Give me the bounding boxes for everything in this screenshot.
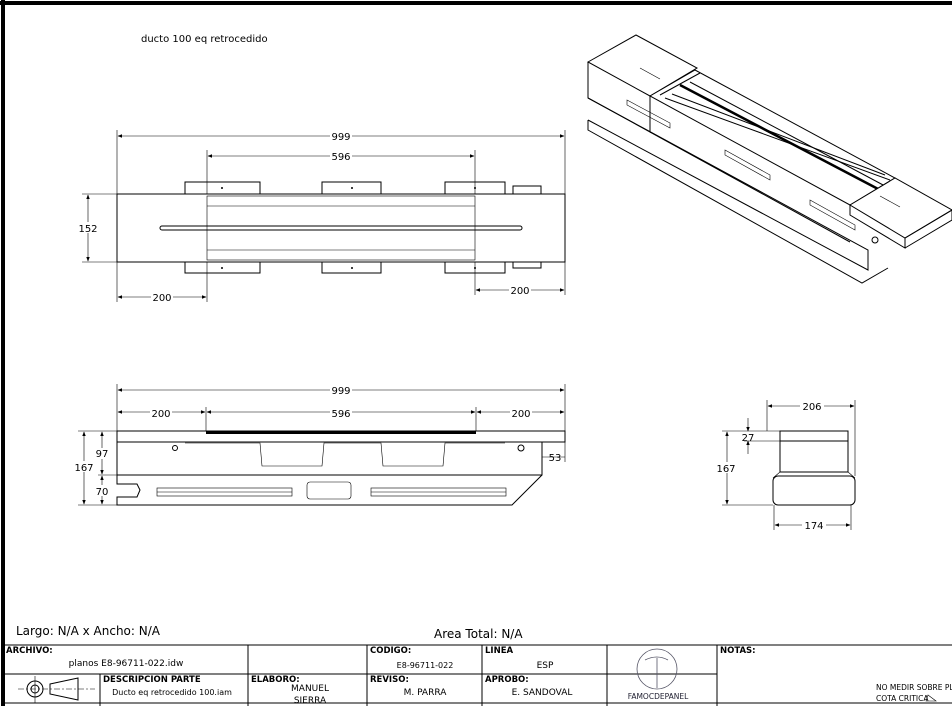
front-view — [116, 430, 566, 506]
codigo-label: CODIGO: — [370, 646, 411, 656]
company-logo: FAMOCDEPANEL — [628, 648, 689, 701]
area-summary: Area Total: N/A — [434, 627, 523, 641]
note-cota-critica: COTA CRITICA — [876, 694, 929, 703]
dim-top-right: 200 — [510, 286, 529, 297]
dim-top-left: 200 — [152, 293, 171, 304]
drawing-title: ducto 100 eq retrocedido — [141, 34, 268, 45]
aprobo-label: APROBO: — [485, 675, 529, 685]
linea-label: LINEA — [485, 646, 513, 656]
front-view-dimensions: 999 200 596 200 167 97 70 53 — [74, 384, 566, 506]
dim-side-bottom-width: 174 — [804, 521, 823, 532]
elaboro-value-2: SIERRA — [294, 696, 327, 706]
side-view-dimensions: 206 174 167 27 — [716, 400, 856, 532]
dim-front-step: 53 — [549, 453, 562, 464]
dim-side-lid: 27 — [742, 433, 755, 444]
elaboro-label: ELABORO: — [251, 675, 300, 685]
dim-front-upper: 97 — [96, 449, 109, 460]
dim-front-middle: 596 — [331, 409, 350, 420]
logo-text: FAMOCDEPANEL — [628, 692, 689, 701]
dim-front-overall: 999 — [331, 386, 350, 397]
linea-value: ESP — [537, 661, 554, 671]
top-view — [116, 181, 566, 274]
descripcion-label: DESCRIPCION PARTE — [103, 675, 201, 685]
archivo-label: ARCHIVO: — [6, 646, 53, 656]
top-view-dimensions: 999 596 152 200 200 — [78, 130, 566, 304]
dim-top-overall: 999 — [331, 132, 350, 143]
elaboro-value-1: MANUEL — [291, 684, 329, 694]
codigo-value: E8-96711-022 — [397, 661, 454, 670]
dim-top-height: 152 — [78, 224, 97, 235]
dim-front-height: 167 — [74, 463, 93, 474]
reviso-value: M. PARRA — [404, 688, 448, 698]
notas-label: NOTAS: — [720, 646, 756, 656]
reviso-label: REVISO: — [370, 675, 409, 685]
dim-side-height: 167 — [716, 464, 735, 475]
critical-dimension-icon — [925, 694, 937, 702]
dimensions-summary: Largo: N/A x Ancho: N/A — [16, 624, 161, 638]
dim-side-top-width: 206 — [802, 402, 821, 413]
dim-front-lower: 70 — [96, 487, 109, 498]
dim-front-right: 200 — [511, 409, 530, 420]
aprobo-value: E. SANDOVAL — [512, 688, 573, 698]
archivo-value: planos E8-96711-022.idw — [69, 659, 184, 669]
dim-top-middle: 596 — [331, 152, 350, 163]
side-view — [772, 430, 856, 506]
projection-symbol-icon — [18, 676, 95, 703]
note-no-medir: NO MEDIR SOBRE PLA — [876, 683, 952, 692]
isometric-view — [586, 34, 952, 284]
title-block: ARCHIVO: planos E8-96711-022.idw CODIGO:… — [3, 644, 952, 706]
dim-front-left: 200 — [151, 409, 170, 420]
descripcion-value: Ducto eq retrocedido 100.iam — [112, 688, 232, 697]
